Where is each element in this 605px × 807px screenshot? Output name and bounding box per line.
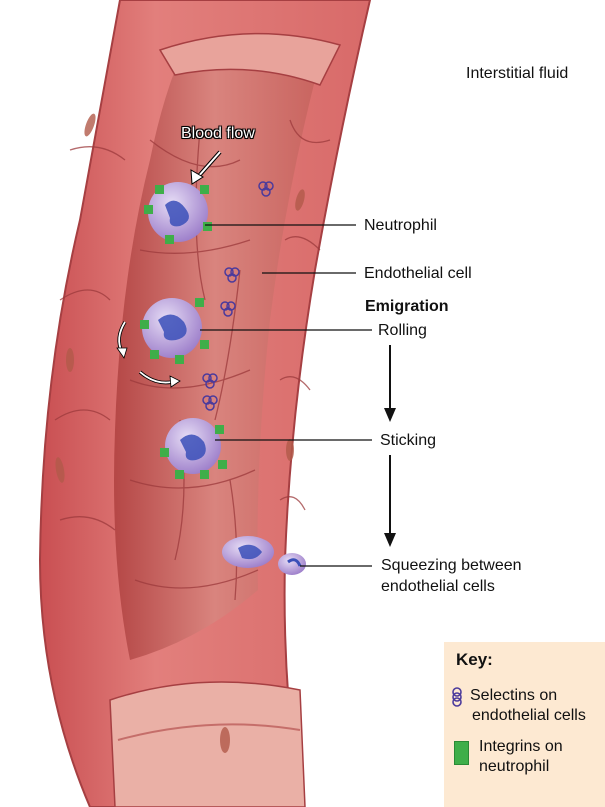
neutrophil-label: Neutrophil <box>364 216 437 235</box>
selectins-key-line2: endothelial cells <box>472 706 586 725</box>
rolling-label: Rolling <box>378 321 427 340</box>
integrins-key-line1: Integrins on <box>479 737 563 756</box>
interstitial-fluid-label: Interstitial fluid <box>466 64 568 83</box>
emigration-label: Emigration <box>365 297 449 316</box>
sticking-label: Sticking <box>380 431 436 450</box>
vessel-cut-section <box>110 682 305 807</box>
key-title: Key: <box>456 650 493 670</box>
squeezing-label-line1: Squeezing between <box>381 556 522 575</box>
key-legend: Key: Selectins on endothelial cells Inte… <box>444 642 605 807</box>
blood-flow-label: Blood flow <box>181 124 255 143</box>
selectins-key-line1: Selectins on <box>470 686 557 705</box>
integrin-icon <box>454 741 469 765</box>
integrins-key-line2: neutrophil <box>479 757 549 776</box>
endothelial-cell-label: Endothelial cell <box>364 264 472 283</box>
squeezing-label-line2: endothelial cells <box>381 577 495 596</box>
selectin-icon <box>450 687 464 707</box>
